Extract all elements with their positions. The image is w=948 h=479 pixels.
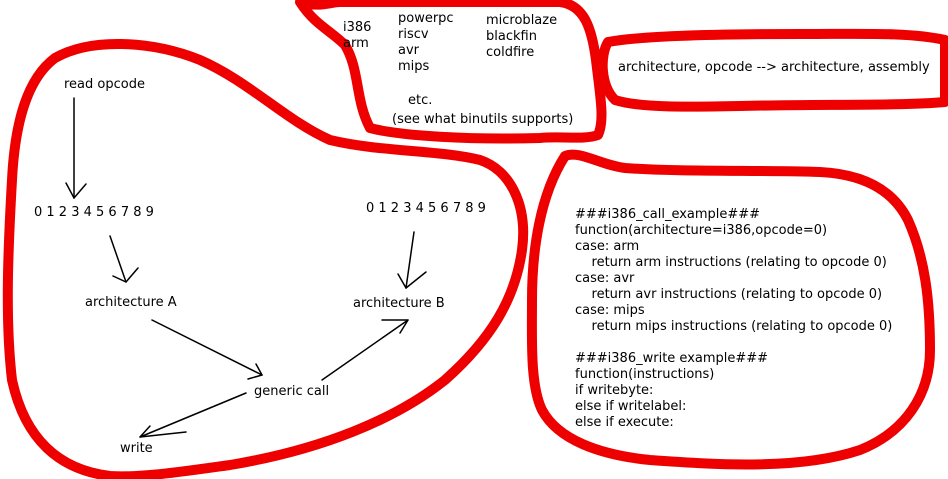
code-line: return avr instructions (relating to opc… bbox=[575, 287, 883, 302]
code-line: else if execute: bbox=[575, 415, 674, 430]
code-line: else if writelabel: bbox=[575, 399, 687, 414]
code-line: case: arm bbox=[575, 239, 640, 254]
arch-list-item: avr bbox=[398, 43, 420, 58]
arch-list-item: mips bbox=[398, 59, 430, 74]
arch-list-item: powerpc bbox=[398, 11, 454, 26]
read-opcode-label: read opcode bbox=[64, 77, 145, 92]
mapping-region-outline bbox=[597, 28, 948, 112]
write-label: write bbox=[120, 441, 153, 456]
code-line: case: avr bbox=[575, 271, 635, 286]
generic-call-label: generic call bbox=[254, 384, 330, 399]
code-line: ###i386_write example### bbox=[575, 351, 769, 366]
arch-list-item: arm bbox=[343, 36, 369, 51]
code-line: case: mips bbox=[575, 303, 645, 318]
arrow-generic-call-to-write bbox=[139, 392, 247, 438]
code-line: ###i386_call_example### bbox=[575, 207, 761, 222]
code-line: if writebyte: bbox=[575, 383, 654, 398]
code-line: function(architecture=i386,opcode=0) bbox=[575, 223, 828, 238]
opcode-digits-right: 0 1 2 3 4 5 6 7 8 9 bbox=[366, 201, 486, 216]
arrow-arch-a-to-generic-call bbox=[151, 319, 263, 380]
code-line: return mips instructions (relating to op… bbox=[575, 319, 893, 334]
arch-list-item: riscv bbox=[398, 27, 429, 42]
architectures-region-outline bbox=[295, 0, 607, 144]
arrow-read-to-digits bbox=[65, 97, 87, 199]
opcode-digits-left: 0 1 2 3 4 5 6 7 8 9 bbox=[34, 205, 154, 220]
left-region-outline bbox=[2, 38, 529, 479]
arch-list-item: microblaze bbox=[486, 13, 558, 28]
architecture-b-label: architecture B bbox=[353, 296, 445, 311]
arch-list-item: coldfire bbox=[486, 45, 535, 60]
arch-list-item: blackfin bbox=[486, 29, 537, 44]
arrow-digits-to-arch-a bbox=[109, 235, 139, 283]
arrow-digits-to-arch-b bbox=[397, 231, 427, 289]
mapping-text: architecture, opcode --> architecture, a… bbox=[618, 60, 930, 75]
arch-list-etc: etc. bbox=[408, 93, 433, 108]
code-region-outline bbox=[526, 149, 935, 470]
architecture-a-label: architecture A bbox=[85, 295, 177, 310]
code-line: return arm instructions (relating to opc… bbox=[575, 255, 887, 270]
arch-list-item: i386 bbox=[343, 20, 372, 35]
arrow-generic-call-to-arch-b bbox=[321, 319, 409, 381]
code-line: function(instructions) bbox=[575, 367, 715, 382]
arch-list-note: (see what binutils supports) bbox=[392, 112, 574, 127]
